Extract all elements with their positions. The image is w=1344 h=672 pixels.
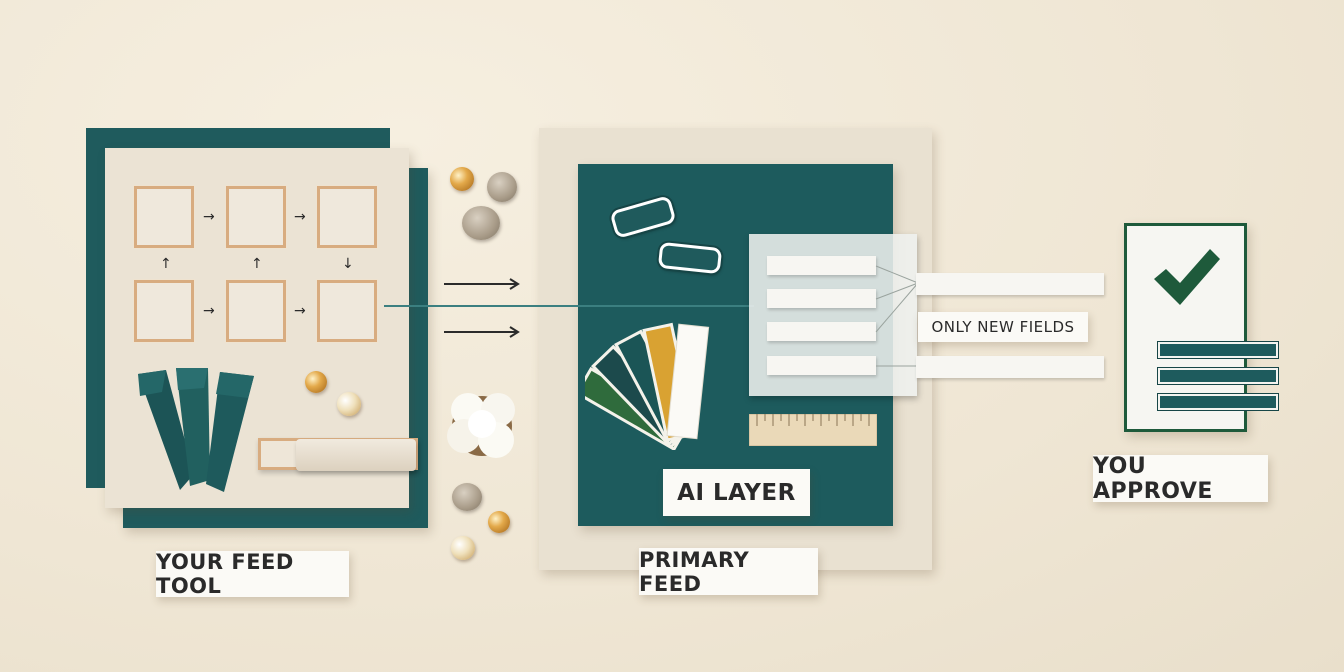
approval-bar bbox=[1157, 393, 1279, 411]
clear-bead bbox=[451, 536, 475, 560]
flow-arrow-icon bbox=[444, 278, 520, 290]
feed-tool-label: YOUR FEED TOOL bbox=[156, 550, 349, 598]
output-field-strip bbox=[916, 356, 1104, 378]
flow-arrow-icon bbox=[444, 326, 520, 338]
color-swatch-fan-icon bbox=[585, 322, 710, 450]
checkmark-icon bbox=[1154, 249, 1220, 305]
tape-roll bbox=[296, 439, 416, 471]
cotton-flower-icon bbox=[447, 393, 515, 458]
field-row bbox=[767, 356, 876, 375]
workflow-node-2 bbox=[225, 185, 287, 249]
ruler-icon bbox=[749, 414, 877, 446]
workflow-node-6 bbox=[316, 279, 378, 343]
paper-strips-icon bbox=[138, 368, 254, 492]
pebble bbox=[462, 206, 500, 240]
arrow-right-icon: → bbox=[294, 209, 306, 225]
arrow-down-icon: ↓ bbox=[342, 256, 354, 272]
amber-bead bbox=[450, 167, 474, 191]
output-field-strip bbox=[916, 273, 1104, 295]
clear-bead bbox=[337, 392, 361, 416]
pebble bbox=[487, 172, 517, 202]
arrow-right-icon: → bbox=[203, 303, 215, 319]
approval-bar bbox=[1157, 367, 1279, 385]
arrow-right-icon: → bbox=[294, 303, 306, 319]
you-approve-label: YOU APPROVE bbox=[1093, 454, 1268, 504]
connector-lines bbox=[875, 265, 919, 367]
workflow-node-1 bbox=[133, 185, 195, 249]
arrow-up-icon: ↑ bbox=[160, 256, 172, 272]
pebble bbox=[452, 483, 482, 511]
arrow-up-icon: ↑ bbox=[251, 256, 263, 272]
workflow-node-5 bbox=[225, 279, 287, 343]
thread-line bbox=[384, 305, 754, 307]
only-new-fields-label: ONLY NEW FIELDS bbox=[918, 312, 1088, 342]
amber-bead bbox=[305, 371, 327, 393]
approval-bar bbox=[1157, 341, 1279, 359]
amber-bead bbox=[488, 511, 510, 533]
workflow-node-3 bbox=[316, 185, 378, 249]
workflow-node-4 bbox=[133, 279, 195, 343]
field-row bbox=[767, 256, 876, 275]
arrow-right-icon: → bbox=[203, 209, 215, 225]
field-row bbox=[767, 289, 876, 308]
primary-feed-label: PRIMARY FEED bbox=[639, 548, 818, 596]
field-row bbox=[767, 322, 876, 341]
ai-layer-label: AI LAYER bbox=[663, 469, 810, 516]
